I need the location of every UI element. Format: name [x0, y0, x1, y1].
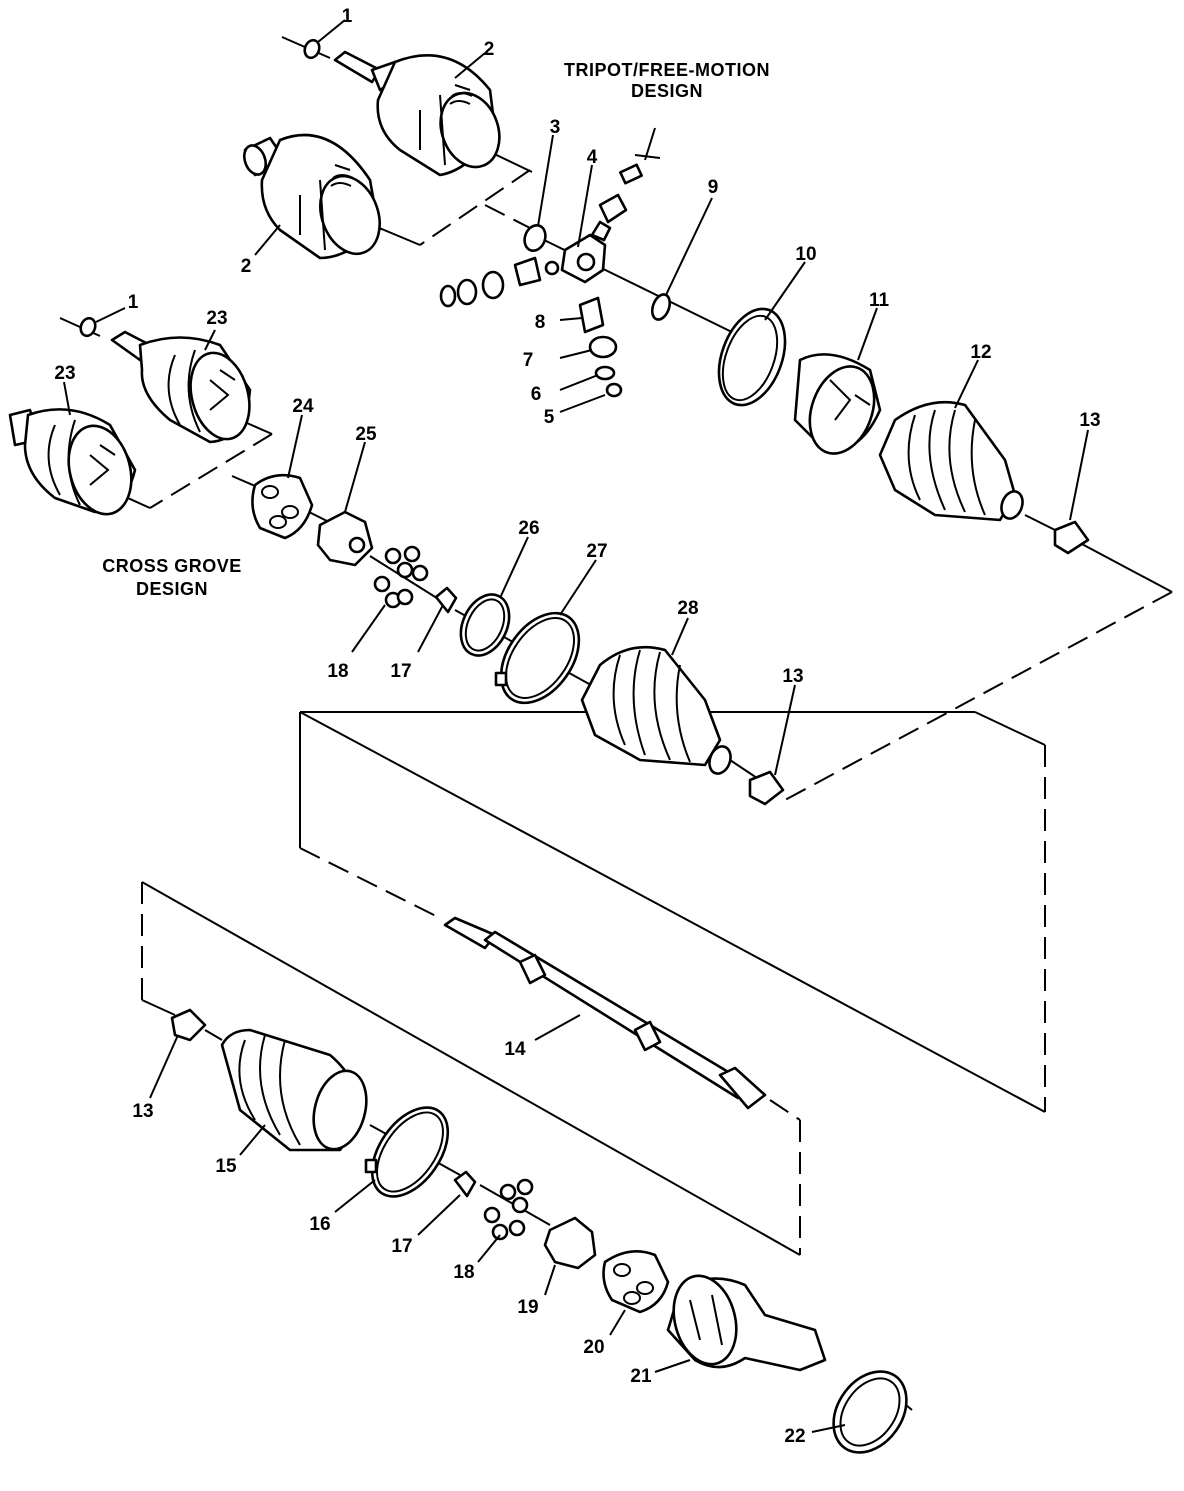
- callout-8: 8: [535, 312, 546, 333]
- callout-22: 22: [784, 1426, 805, 1447]
- needle-bearing-8: [578, 296, 605, 334]
- callout-5: 5: [544, 407, 555, 428]
- cage-24: [251, 473, 314, 540]
- ring-5: [605, 382, 623, 398]
- callout-11: 11: [869, 290, 890, 311]
- retaining-ring-1: [303, 38, 321, 60]
- callout-7: 7: [523, 350, 534, 371]
- cross-groove-parts: [251, 473, 785, 806]
- snap-ring-17-lower: [453, 1170, 477, 1198]
- cross-groove-housing-lower: [8, 408, 137, 516]
- callout-26: 26: [518, 518, 539, 539]
- callout-9: 9: [708, 177, 719, 198]
- callout-25: 25: [355, 424, 377, 445]
- snap-ring-3: [523, 224, 547, 252]
- callout-23-right: 23: [206, 308, 227, 329]
- callout-4: 4: [587, 147, 598, 168]
- callout-18-lower: 18: [453, 1262, 474, 1283]
- leader-lines: [63, 19, 1089, 1433]
- clamp-16: [370, 1106, 450, 1198]
- callout-12: 12: [970, 342, 991, 363]
- callout-3: 3: [550, 117, 561, 138]
- callout-13-middle: 13: [782, 666, 803, 687]
- snap-ring-9: [650, 293, 672, 321]
- tripot-housing-upper: [303, 38, 501, 177]
- clamp-13-bottom: [170, 1008, 207, 1042]
- inner-boot-group: [717, 307, 1090, 555]
- callout-19: 19: [517, 1297, 538, 1318]
- callout-17-upper: 17: [390, 661, 411, 682]
- snap-ring-17: [434, 586, 458, 614]
- caption-cross-line1: CROSS GROVE: [102, 556, 242, 576]
- cage-20: [602, 1249, 670, 1314]
- callout-13-right: 13: [1079, 410, 1100, 431]
- callout-15: 15: [215, 1156, 237, 1177]
- caption-cross-line2: DESIGN: [136, 579, 208, 599]
- callout-28: 28: [677, 598, 698, 619]
- callout-labels: 1 2 2 3 4 5 6 7 8 9 10 11 12 13 13 13 14…: [54, 6, 1100, 1447]
- clamp-13-mid: [748, 770, 785, 806]
- callout-1-mid: 1: [128, 292, 139, 313]
- clamp-13-top: [1053, 520, 1090, 555]
- boot-28: [580, 645, 722, 767]
- washer-6: [594, 365, 616, 381]
- tripot-parts: [439, 127, 672, 398]
- ring-22: [832, 1370, 908, 1454]
- callout-23-left: 23: [54, 363, 75, 384]
- callout-13-bottom: 13: [132, 1101, 153, 1122]
- callout-1-top: 1: [342, 6, 353, 27]
- callout-6: 6: [531, 384, 542, 405]
- callout-16: 16: [309, 1214, 330, 1235]
- callout-17-lower: 17: [391, 1236, 412, 1257]
- ring-26: [459, 593, 511, 657]
- callout-10: 10: [795, 244, 816, 265]
- axle-shaft-14: [443, 916, 767, 1110]
- callout-20: 20: [583, 1337, 604, 1358]
- callout-21: 21: [630, 1366, 652, 1387]
- inner-race-19: [543, 1216, 597, 1270]
- callout-14: 14: [504, 1039, 526, 1060]
- boot-12: [878, 400, 1017, 522]
- callout-2-bottom: 2: [241, 256, 252, 277]
- caption-tripot-line2: DESIGN: [631, 81, 703, 101]
- cross-groove-housing-upper: [79, 316, 252, 444]
- clamp-27: [499, 611, 581, 705]
- callout-2-top: 2: [484, 39, 495, 60]
- callout-27: 27: [586, 541, 607, 562]
- tripot-housing-lower: [242, 133, 381, 260]
- callout-18-upper: 18: [327, 661, 348, 682]
- callout-24: 24: [292, 396, 314, 417]
- caption-tripot-line1: TRIPOT/FREE-MOTION: [564, 60, 770, 80]
- outer-joint-group: [170, 1008, 908, 1454]
- cup-7: [588, 335, 618, 359]
